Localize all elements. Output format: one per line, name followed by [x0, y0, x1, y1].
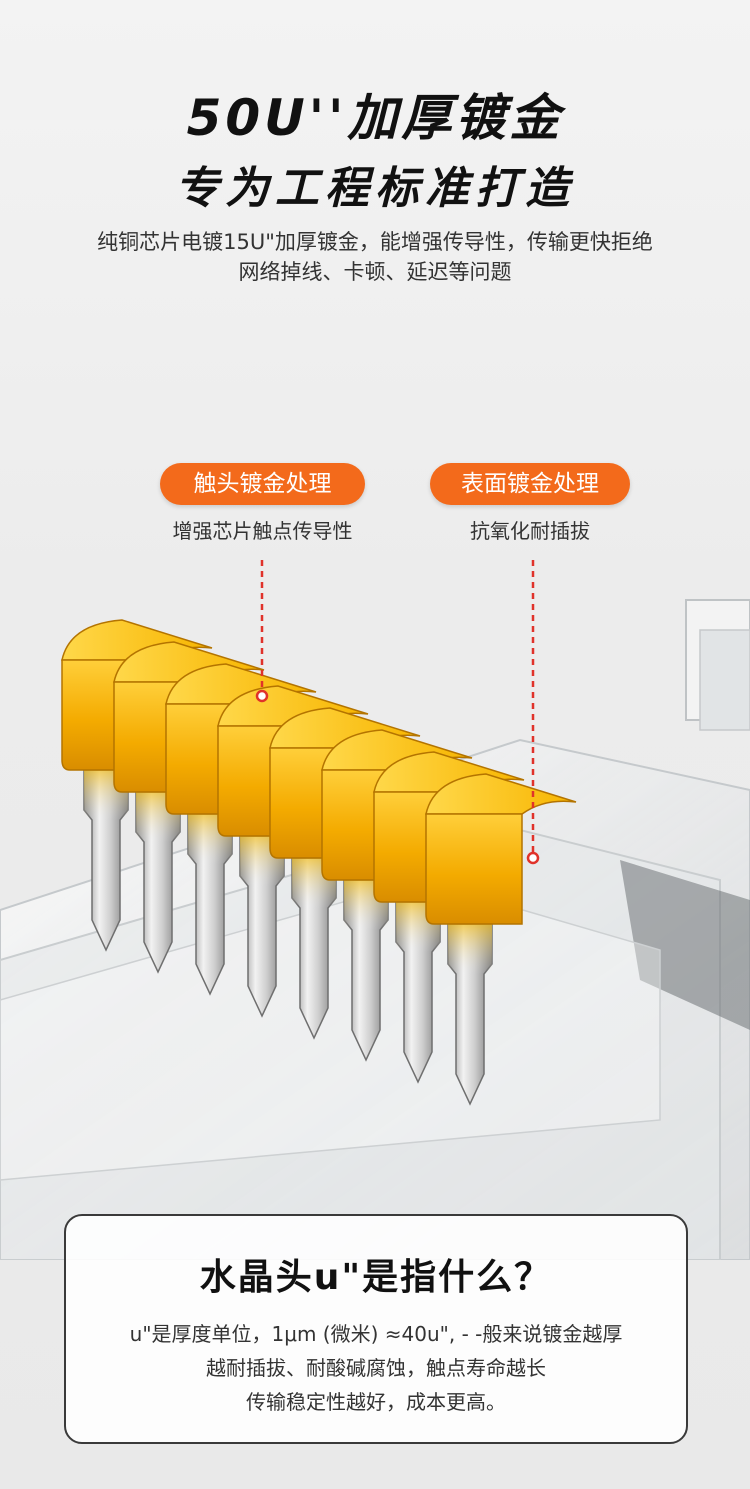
info-card-title: 水晶头u"是指什么？: [199, 1257, 553, 1298]
callout-contact-plating-badge: 触头镀金处理: [160, 463, 365, 505]
rj45-connector-illustration: [0, 560, 750, 1260]
callout-marker-right: [526, 851, 540, 865]
description-line-1: 纯铜芯片电镀15U"加厚镀金，能增强传导性，传输更快拒绝: [97, 230, 653, 254]
callout-contact-plating-desc: 增强芯片触点传导性: [172, 519, 353, 543]
callout-marker-left: [255, 689, 269, 703]
info-card-line: 传输稳定性越好，成本更高。: [246, 1390, 506, 1414]
headline-subtitle: 专为工程标准打造: [175, 163, 575, 214]
info-card: 水晶头u"是指什么？ u"是厚度单位，1μm (微米) ≈40u", - -般来…: [64, 1214, 688, 1444]
gold-contact-pins: [61, 619, 577, 1106]
headline-title: 50U''加厚镀金: [186, 89, 564, 147]
info-card-line: 越耐插拔、耐酸碱腐蚀，触点寿命越长: [206, 1356, 546, 1380]
callout-surface-plating-desc: 抗氧化耐插拔: [470, 519, 590, 543]
callout-surface-plating-badge: 表面镀金处理: [430, 463, 630, 505]
info-card-line: u"是厚度单位，1μm (微米) ≈40u", - -般来说镀金越厚: [129, 1322, 623, 1346]
description-line-2: 网络掉线、卡顿、延迟等问题: [238, 260, 512, 284]
contact-pin: [425, 773, 577, 1106]
